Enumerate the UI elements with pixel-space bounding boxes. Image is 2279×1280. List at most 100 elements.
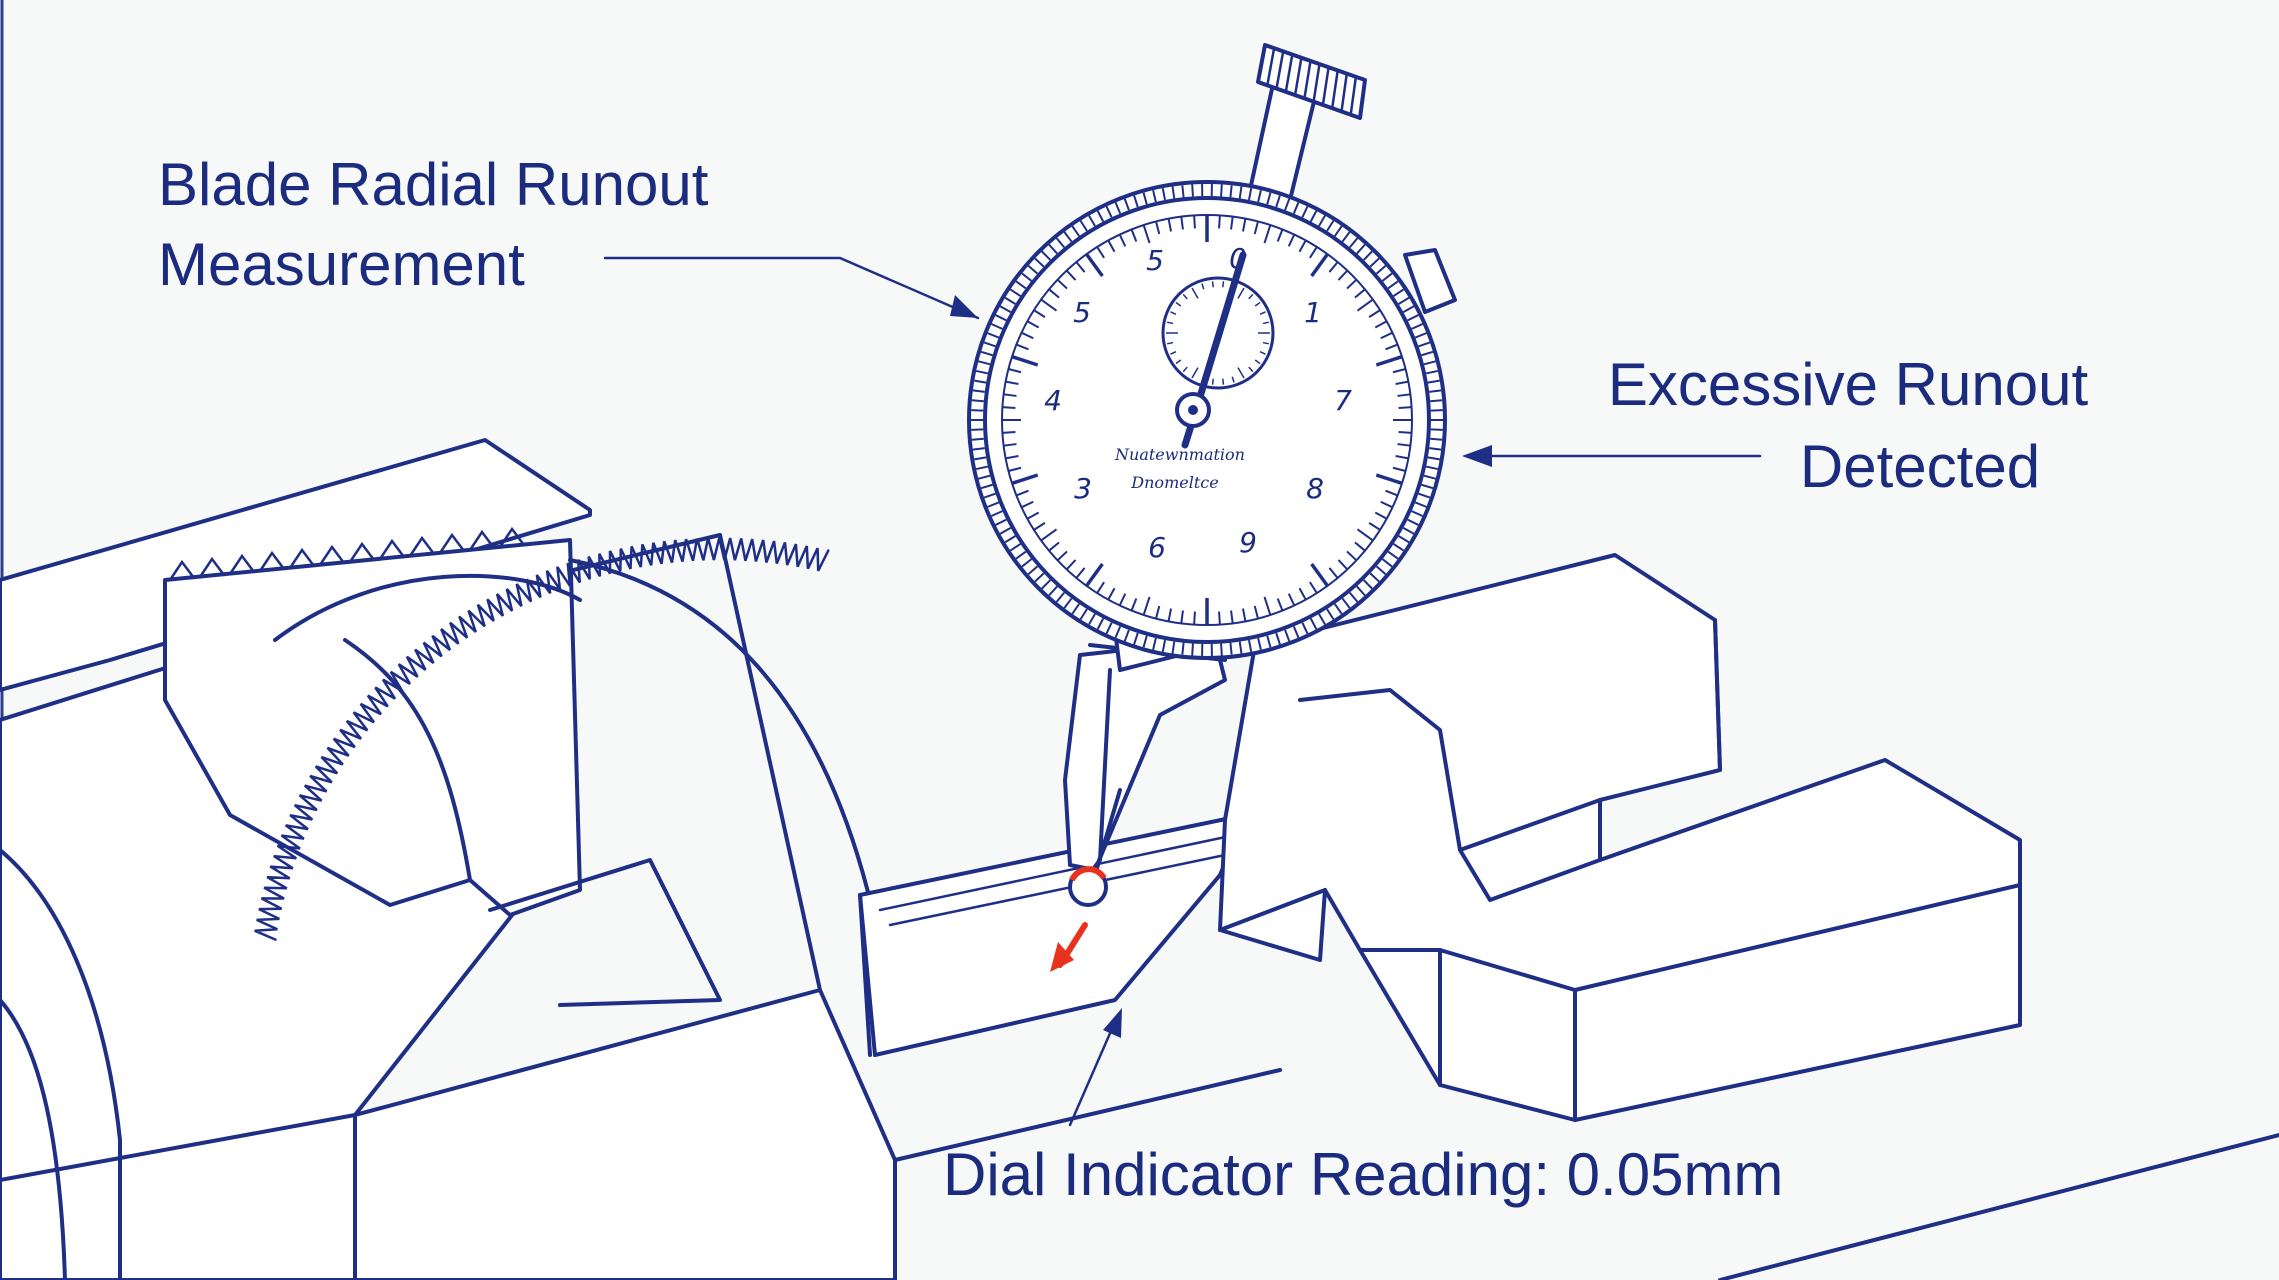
dial-tick xyxy=(1005,454,1019,460)
knurl-line xyxy=(1071,603,1080,615)
knurl-line xyxy=(995,314,1007,322)
dial-tick xyxy=(1008,368,1022,374)
dial-brand-text: Nuatewnmation xyxy=(1114,445,1245,464)
knurl-line xyxy=(971,428,984,431)
knurl-line xyxy=(983,341,996,348)
knurl-line xyxy=(972,389,985,393)
knurl-line xyxy=(1041,579,1051,590)
knurl-line xyxy=(1423,360,1436,366)
knurl-line xyxy=(1326,608,1335,620)
knurl-line xyxy=(1356,585,1366,597)
dial-number: 3 xyxy=(1074,472,1092,505)
label-radial-runout-line1: Blade Radial Runout xyxy=(158,151,709,218)
label-radial-runout-line2: Measurement xyxy=(158,231,525,298)
dial-tick xyxy=(1337,269,1349,281)
knurl-line xyxy=(1238,186,1243,199)
dial-tick xyxy=(1346,278,1358,290)
knurl-line xyxy=(1341,597,1351,609)
dial-tick xyxy=(1002,406,1016,409)
sub-dial-tick xyxy=(1170,351,1177,355)
knurl-line xyxy=(1247,187,1253,201)
knurl-line xyxy=(1429,389,1442,393)
dial-tick xyxy=(1380,331,1393,340)
sub-dial-tick xyxy=(1254,301,1261,307)
blade-teeth xyxy=(254,537,830,941)
right-vise-jaw xyxy=(1218,553,2022,1122)
knurl-line xyxy=(1220,184,1223,197)
knurl-line xyxy=(1079,220,1088,232)
dial-tick xyxy=(1395,454,1409,460)
dial-tick xyxy=(1374,320,1388,329)
knurl-line xyxy=(1152,637,1157,650)
knurl-line xyxy=(1421,483,1434,490)
knurl-line xyxy=(1393,543,1405,552)
knurl-line xyxy=(1021,272,1033,282)
knurl-line xyxy=(1284,629,1291,642)
sub-dial-tick xyxy=(1222,378,1225,385)
dial-tick xyxy=(1375,354,1403,367)
knurl-line xyxy=(1425,369,1439,375)
knurl-line xyxy=(1309,618,1318,630)
knurl-line xyxy=(1418,341,1431,348)
knurl-line xyxy=(1427,379,1440,384)
knurl-line xyxy=(975,369,989,375)
knurl-line xyxy=(1429,447,1442,451)
knurl-line xyxy=(1079,608,1088,620)
knurl-line xyxy=(1430,437,1443,441)
leader-reading-arrowhead xyxy=(1103,1008,1122,1038)
knurl-line xyxy=(1292,202,1300,214)
knurl-line xyxy=(1114,626,1122,638)
knurl-line xyxy=(1407,518,1419,526)
knurl-line xyxy=(1027,265,1039,275)
dial-tick xyxy=(1021,331,1034,340)
knurl-line xyxy=(987,501,1000,508)
sub-dial-ticks xyxy=(1166,281,1270,385)
dial-tick xyxy=(1310,253,1329,278)
knurl-line xyxy=(1284,198,1291,211)
dial-tick xyxy=(1309,246,1318,259)
dial-tick xyxy=(1287,593,1296,606)
dial-tick xyxy=(1026,320,1040,329)
label-excessive-runout-line1: Excessive Runout xyxy=(1608,351,2089,418)
dial-tick xyxy=(1118,593,1127,606)
callout-leaders xyxy=(603,256,1762,1127)
knurl-line xyxy=(1015,280,1027,290)
sub-dial-tick xyxy=(1248,293,1254,300)
dial-tick xyxy=(1346,550,1358,562)
knurl-line xyxy=(1152,190,1157,203)
dial-tick xyxy=(1033,522,1046,531)
dial-tick xyxy=(1167,218,1173,232)
dial-tick xyxy=(1337,559,1349,571)
knurl-line xyxy=(1238,641,1243,654)
sub-dial-tick xyxy=(1201,283,1205,290)
leader-radial xyxy=(603,256,980,320)
sub-dial-tick xyxy=(1182,366,1188,373)
knurl-line xyxy=(1096,210,1105,222)
dial-tick xyxy=(1395,380,1409,386)
sub-dial-tick xyxy=(1259,351,1266,355)
knurl-line xyxy=(1063,231,1073,243)
dial-tick xyxy=(1310,562,1329,587)
knurl-line xyxy=(1398,535,1410,544)
knurl-line xyxy=(1414,332,1427,339)
sub-dial-tick xyxy=(1191,367,1199,379)
knurl-line xyxy=(1161,187,1167,201)
dial-tick xyxy=(1354,288,1366,299)
label-dial-reading: Dial Indicator Reading: 0.05mm xyxy=(943,1141,1783,1208)
dial-tick xyxy=(1253,605,1259,619)
knurl-line xyxy=(1229,185,1233,198)
dial-tick xyxy=(1263,596,1272,616)
dial-tick xyxy=(1241,608,1247,622)
dial-tick xyxy=(1008,466,1022,472)
dial-tick xyxy=(1241,218,1247,232)
dial-tick xyxy=(1033,309,1046,318)
knurl-line xyxy=(1181,185,1185,198)
dial-tick xyxy=(1107,587,1116,601)
knurl-line xyxy=(1220,643,1223,656)
knurl-line xyxy=(1142,635,1148,648)
knurl-line xyxy=(1191,184,1194,197)
dial-tick xyxy=(1263,224,1272,244)
knurl-line xyxy=(1088,215,1096,227)
dial-tick xyxy=(1180,216,1184,230)
